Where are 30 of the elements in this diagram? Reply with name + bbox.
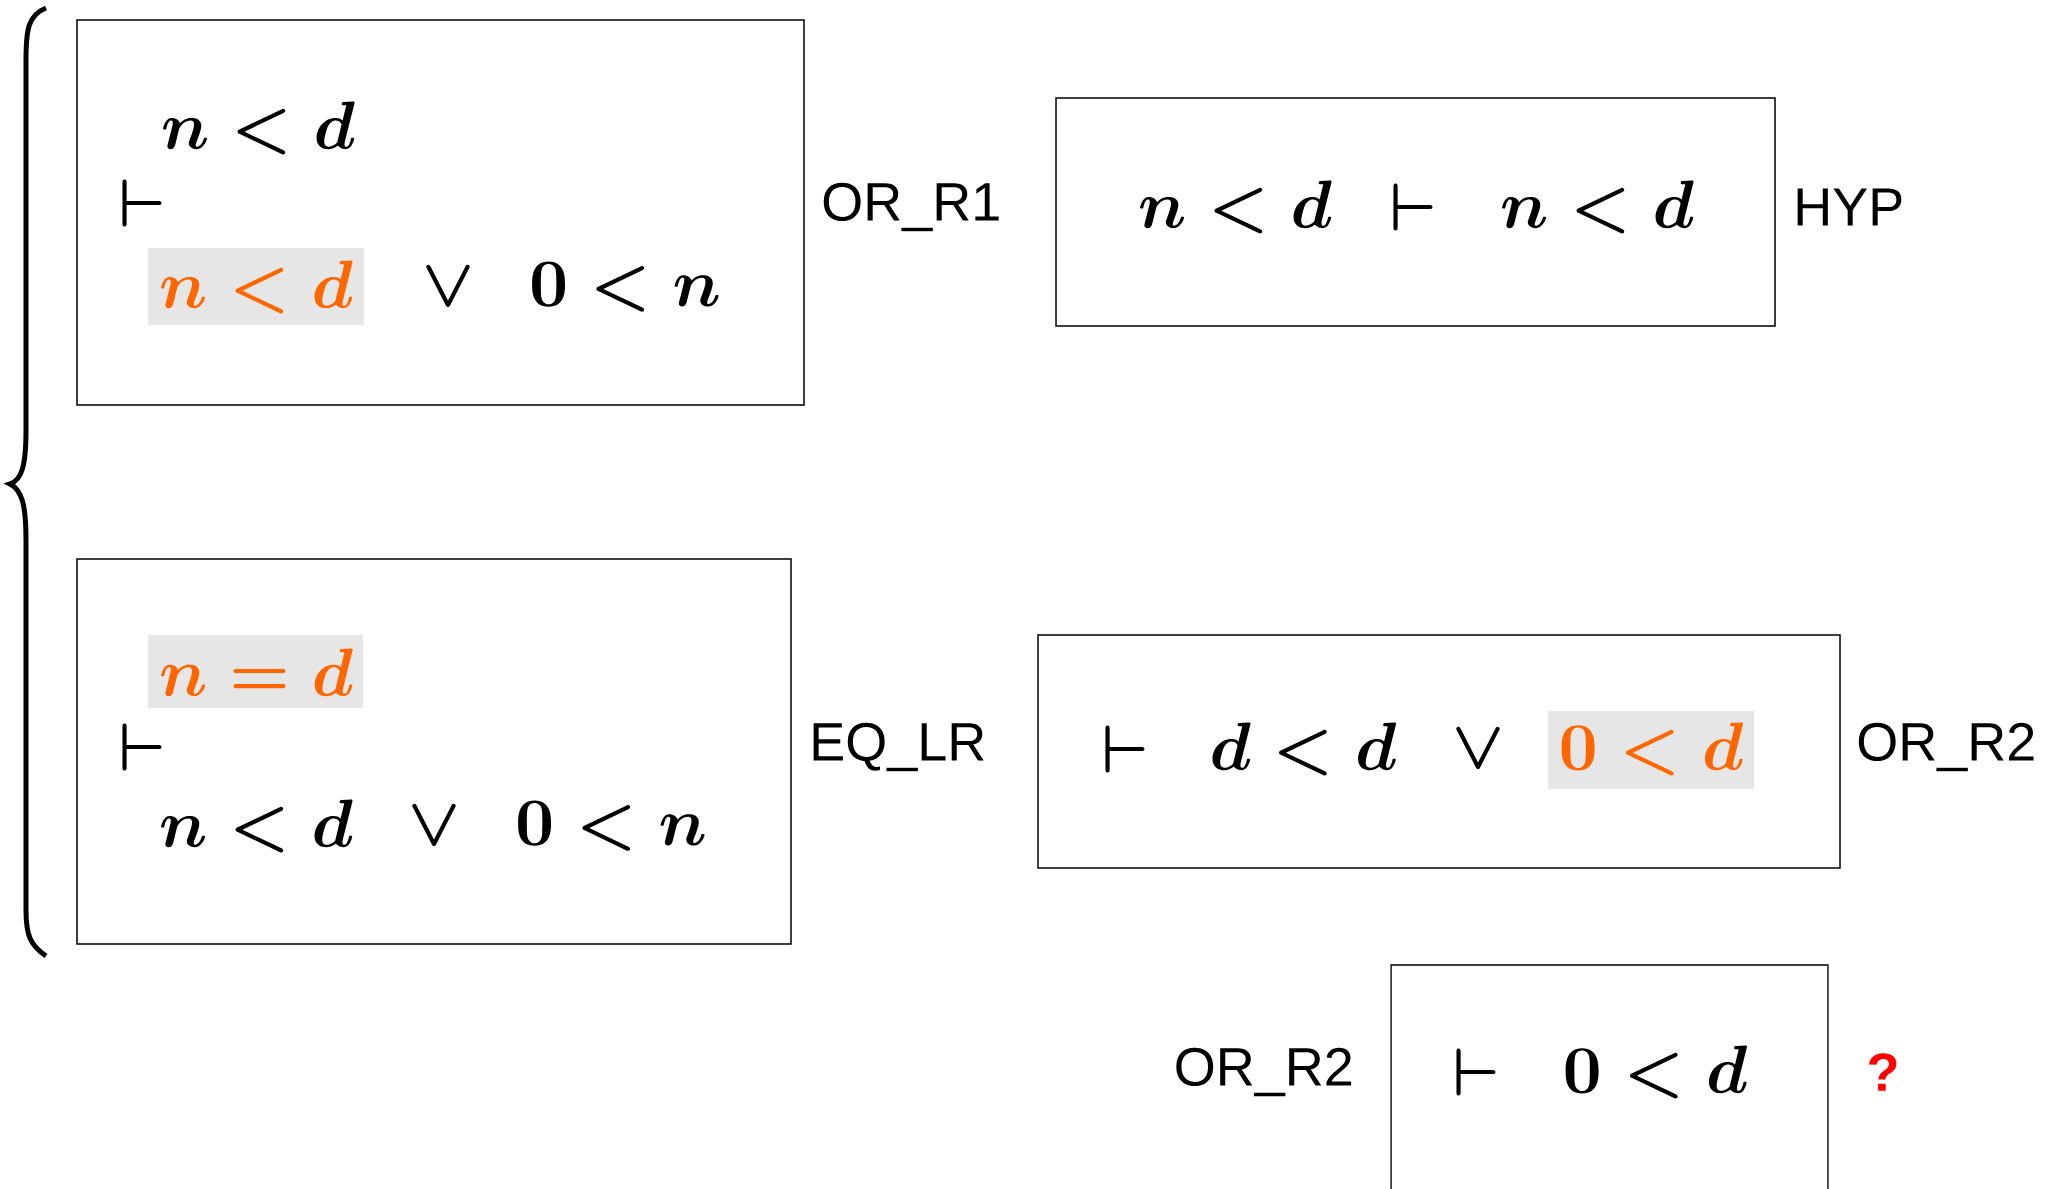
node-label: $n < d$ [161,260,353,314]
node-label: $\vdash$ [1456,1048,1496,1096]
node-label: $n = d$ [161,648,353,697]
node-label: $0 < n$ [518,800,705,851]
node-label: $0 < d$ [1565,1045,1747,1099]
node-label: $\vdash$ [122,179,162,227]
node-label: $n < d$ [1140,180,1332,234]
question-mark: ? [1869,1053,1897,1091]
node-label: $n < d$ [161,799,353,853]
rule-label: EQ_LR [813,722,984,772]
node-label: $n < d$ [1502,180,1694,234]
node-label: $n < d$ [163,101,355,155]
proof-box: $n < d$ $\vdash$ $n < d$ [1055,97,1776,327]
node-label: $\vdash$ [1105,725,1145,773]
proof-box: $\vdash$ $0 < d$ [1390,964,1829,1189]
proof-box: $n = d$ $\vdash$ $n < d$ $\vee$ $0 < n$ [76,558,792,945]
node-label: $\vee$ [412,803,456,847]
node-label: $\vee$ [426,264,470,308]
node-label: $0 < d$ [1561,722,1743,776]
node-label: $0 < n$ [532,261,719,312]
proof-box: $\vdash$ $d < d$ $\vee$ $0 < d$ [1037,634,1841,869]
rule-label: OR_R1 [823,182,999,232]
rule-label: HYP [1797,188,1902,226]
node-label: $\vdash$ [1393,183,1433,231]
rule-label: OR_R2 [1858,722,2034,772]
node-label: $d < d$ [1212,722,1397,776]
node-label: $\vee$ [1456,726,1500,770]
rule-label: OR_R2 [1176,1047,1352,1097]
node-label: $\vdash$ [122,723,162,771]
proof-box: $n < d$ $\vdash$ $n < d$ $\vee$ $0 < n$ [76,19,805,406]
